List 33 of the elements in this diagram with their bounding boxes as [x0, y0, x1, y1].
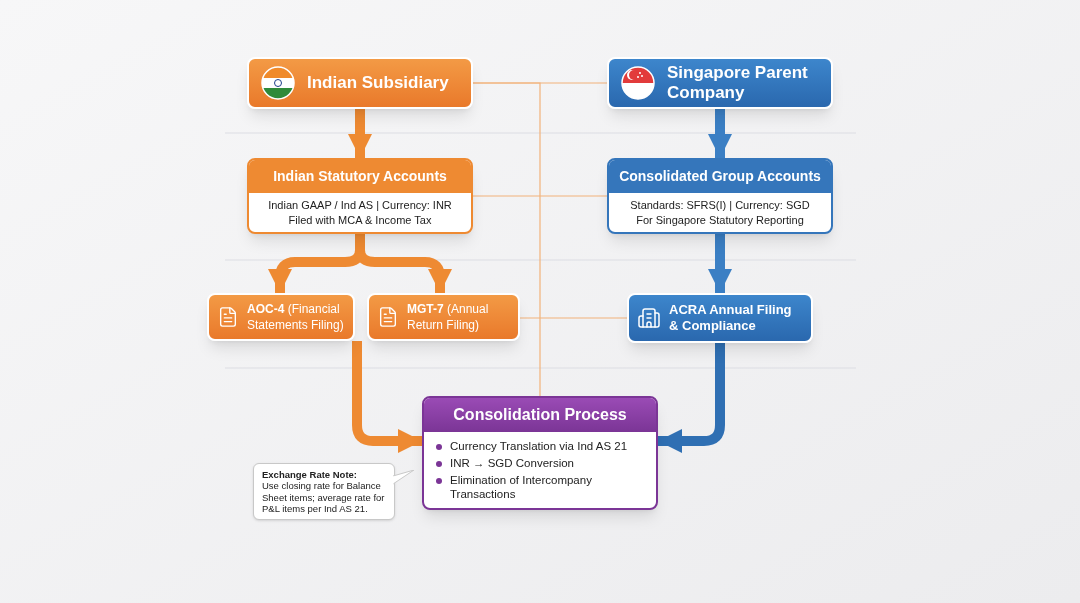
flow-arrow	[352, 341, 422, 453]
card-text: For Singapore Statutory Reporting	[636, 212, 804, 228]
card-heading: Indian Statutory Accounts	[273, 167, 447, 186]
connector-line	[472, 195, 608, 197]
note-heading: Exchange Rate Note:	[262, 468, 359, 480]
flow-arrow	[708, 109, 732, 158]
flow-arrow	[348, 109, 372, 158]
card-text: Standards: SFRS(I) | Currency: SGD	[630, 197, 810, 213]
connector-line	[472, 82, 541, 397]
bullet-text: Currency Translation via Ind AS 21	[450, 439, 628, 453]
filing-box	[627, 293, 813, 343]
accounts-card	[607, 158, 833, 234]
flow-arrow	[658, 343, 725, 453]
entity-title: Singapore Parent Company	[667, 63, 809, 103]
card-heading: Consolidated Group Accounts	[619, 167, 821, 186]
entity-box	[247, 57, 473, 109]
filing-box	[367, 293, 520, 341]
connector-line	[519, 317, 628, 319]
entity-title: Indian Subsidiary	[307, 73, 449, 93]
filing-box	[207, 293, 355, 341]
filing-label: ACRA Annual Filing & Compliance	[669, 302, 793, 334]
card-text: Indian GAAP / Ind AS | Currency: INR	[268, 197, 452, 213]
bullet-text: INR → SGD Conversion	[450, 456, 574, 470]
card-text: Filed with MCA & Income Tax	[288, 212, 432, 228]
accounts-card	[247, 158, 473, 234]
note-text: Use closing rate for Balance Sheet items; average rate for P&L items per Ind AS 21.	[262, 480, 386, 515]
filing-label: MGT-7 (Annual Return Filing)	[407, 301, 490, 333]
process-card	[422, 396, 658, 510]
card-heading: Consolidation Process	[453, 405, 627, 425]
bullet-text: Elimination of Intercompany Transactions	[450, 473, 593, 501]
flow-arrow	[708, 234, 732, 293]
entity-box	[607, 57, 833, 109]
filing-label: AOC-4 (Financial Statements Filing)	[247, 301, 345, 333]
